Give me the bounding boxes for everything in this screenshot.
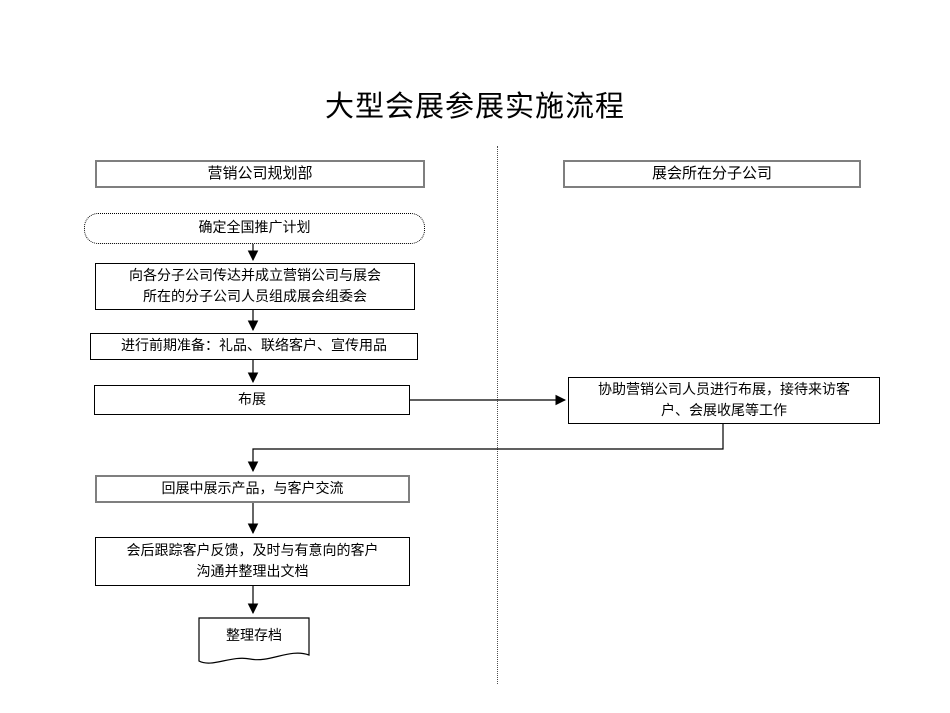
flow-node-early-preparation: 进行前期准备：礼品、联络客户、宣传用品: [90, 333, 418, 360]
flow-node-label: 确定全国推广计划: [198, 221, 311, 236]
lane-header-exhibition-subsidiary: 展会所在分子公司: [563, 160, 861, 188]
flow-node-label: 进行前期准备：礼品、联络客户、宣传用品: [121, 339, 387, 354]
flow-node-label: 会后跟踪客户反馈，及时与有意向的客户沟通并整理出文档: [126, 543, 379, 580]
flow-node-label: 整理存档: [226, 629, 282, 644]
arrow-assist-to-display: [247, 424, 724, 473]
flow-node-assist-setup-reception-wrapup: 协助营销公司人员进行布展，接待来访客户、会展收尾等工作: [568, 377, 880, 424]
lane-header-label: 展会所在分子公司: [651, 165, 772, 182]
lane-header-marketing-planning-dept: 营销公司规划部: [95, 160, 425, 188]
flow-node-followup-feedback-documents: 会后跟踪客户反馈，及时与有意向的客户沟通并整理出文档: [95, 537, 410, 586]
flow-node-start-national-promotion-plan: 确定全国推广计划: [84, 213, 425, 244]
flow-node-label: 布展: [238, 392, 266, 408]
flow-node-label: 协助营销公司人员进行布展，接待来访客户、会展收尾等工作: [598, 382, 850, 419]
document-outline: [198, 617, 310, 664]
flow-node-inform-subsidiaries-form-committee: 向各分子公司传达并成立营销公司与展会所在的分子公司人员组成展会组委会: [95, 263, 415, 310]
flow-node-archive-document: 整理存档: [198, 617, 310, 669]
lane-divider: [497, 146, 498, 684]
flow-node-exhibition-setup: 布展: [94, 385, 410, 415]
flow-node-label: 回展中展示产品，与客户交流: [161, 481, 344, 497]
lane-header-label: 营销公司规划部: [207, 165, 313, 182]
document-shape: [198, 617, 310, 664]
page-title: 大型会展参展实施流程: [324, 91, 625, 123]
flow-node-display-products-communicate: 回展中展示产品，与客户交流: [95, 475, 410, 503]
flow-node-label: 向各分子公司传达并成立营销公司与展会所在的分子公司人员组成展会组委会: [129, 268, 381, 305]
